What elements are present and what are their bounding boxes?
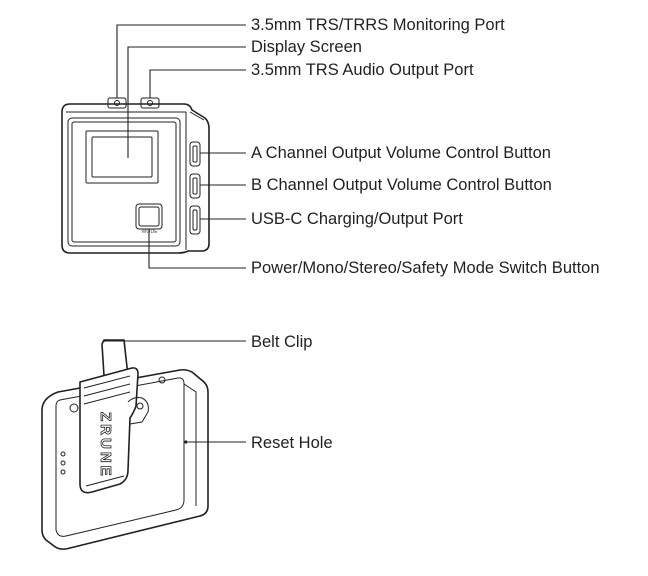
label-mode-button: Power/Mono/Stereo/Safety Mode Switch But… [251, 259, 600, 277]
label-belt-clip: Belt Clip [251, 333, 313, 351]
reset-hole-icon [184, 440, 188, 444]
label-usbc-port: USB-C Charging/Output Port [251, 210, 463, 228]
label-display-screen: Display Screen [251, 38, 362, 56]
a-channel-button-icon [189, 141, 201, 167]
label-reset-hole: Reset Hole [251, 434, 333, 452]
bottom-leader-lines [103, 340, 246, 443]
b-channel-button-icon [189, 173, 201, 199]
display-screen-icon [85, 130, 159, 184]
label-a-channel-button: A Channel Output Volume Control Button [251, 144, 551, 162]
usbc-port-icon [189, 205, 201, 235]
label-audio-output-port: 3.5mm TRS Audio Output Port [251, 61, 474, 79]
top-device [61, 97, 210, 254]
top-leader-lines [116, 24, 246, 269]
bottom-device: ZRUNE [41, 339, 209, 550]
label-b-channel-button: B Channel Output Volume Control Button [251, 176, 552, 194]
label-monitoring-port: 3.5mm TRS/TRRS Monitoring Port [251, 16, 505, 34]
belt-clip-icon [79, 339, 149, 494]
mode-button-label: MODE [142, 229, 158, 235]
logo-text: ZRUNE [97, 412, 114, 479]
